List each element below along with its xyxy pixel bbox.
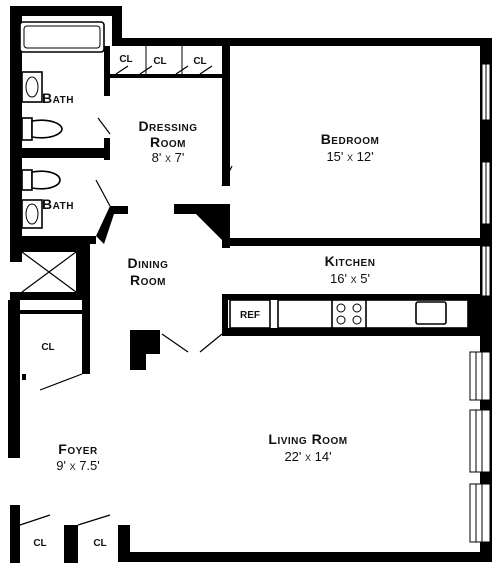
living-room-label: Living Room — [268, 431, 347, 447]
shaft-icon — [21, 251, 77, 293]
foyer-label: Foyer — [58, 441, 98, 457]
foyer-dims: 9' x 7.5' — [56, 458, 100, 473]
toilet-icon — [21, 169, 61, 191]
wall-bedroom-left — [222, 46, 230, 186]
wall-bath-lower-bottom — [10, 236, 96, 244]
dressing-room-dims: 8' x 7' — [152, 150, 185, 165]
kitchen-sink-icon — [415, 301, 447, 325]
wall-shaft-top — [10, 244, 80, 252]
bath-lower-label: Bath — [42, 196, 74, 212]
toilet-icon — [21, 117, 63, 141]
wall-shaft-right — [76, 244, 82, 300]
wall-left-lower — [8, 300, 20, 458]
closet-label: CL — [119, 54, 132, 65]
dining-room-label-line1: Dining — [128, 255, 169, 271]
window-living-2 — [469, 409, 491, 473]
closet-label: CL — [41, 342, 54, 353]
wall-angle-left — [96, 206, 128, 244]
wall-bath-divider — [10, 148, 110, 158]
wall-closets-base — [110, 74, 222, 78]
ref-label: REF — [240, 310, 260, 321]
closet-label: CL — [33, 538, 46, 549]
kitchen-dims: 16' x 5' — [330, 271, 370, 286]
bedroom-dims: 15' x 12' — [326, 149, 373, 164]
closet-label: CL — [153, 56, 166, 67]
wall-foyer-closet-top — [20, 310, 84, 314]
wall-bath-dressing-mid — [104, 138, 110, 160]
wall-dining-left — [82, 244, 90, 374]
sink-icon — [21, 71, 43, 103]
sink-icon — [21, 199, 43, 229]
living-room-dims: 22' x 14' — [284, 449, 331, 464]
refrigerator-icon: REF — [229, 299, 271, 329]
wall-kitchen-top-counter — [222, 294, 480, 300]
kitchen-label: Kitchen — [325, 253, 376, 269]
wall-top — [112, 38, 490, 46]
doors — [19, 46, 233, 526]
closet-label: CL — [93, 538, 106, 549]
window-living-3 — [469, 483, 491, 543]
wall-shaft-bottom — [10, 292, 80, 300]
wall-left-upper — [10, 6, 22, 262]
wall-top-bath — [10, 6, 122, 16]
wall-pillar — [130, 330, 160, 370]
dressing-room-label-line2: Room — [150, 134, 186, 150]
dressing-room-label-line1: Dressing — [138, 118, 197, 134]
dining-room-label-line2: Room — [130, 272, 166, 288]
wall-kitchen-left — [222, 294, 228, 334]
wall-bath-corner — [112, 6, 122, 46]
stove-icon — [331, 299, 367, 329]
wall-living-top — [222, 328, 480, 336]
closet-label: CL — [193, 56, 206, 67]
walls — [8, 6, 492, 563]
wall-bottom-left — [10, 505, 20, 563]
wall-bedroom-bottom — [222, 238, 480, 246]
windows — [469, 63, 491, 543]
bedroom-label: Bedroom — [321, 131, 380, 147]
wall-closet-right — [118, 525, 130, 562]
wall-bath-dressing-top — [104, 46, 110, 96]
window-living-1 — [469, 351, 491, 401]
wall-closet-divider — [64, 525, 78, 563]
wall-bottom — [130, 552, 492, 562]
bathtub-icon — [19, 21, 105, 53]
wall-angle-right — [174, 204, 230, 240]
bath-upper-label: Bath — [42, 90, 74, 106]
